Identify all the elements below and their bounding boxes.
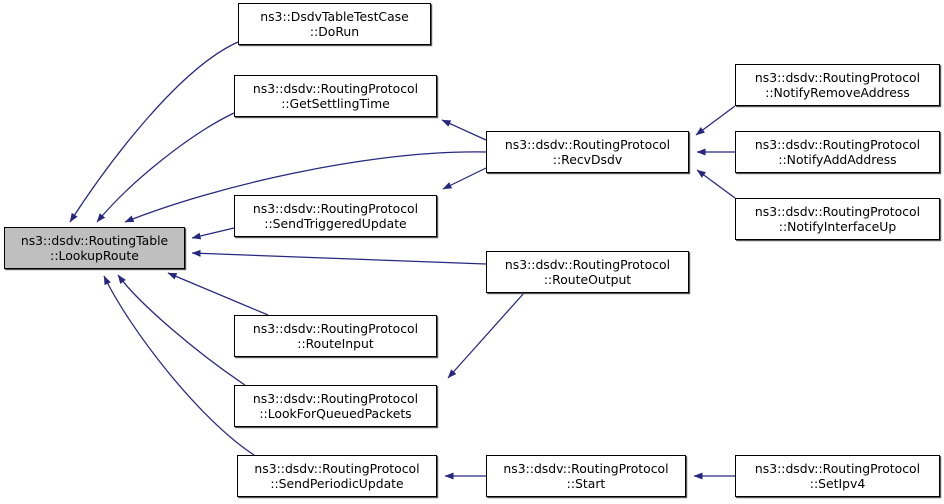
edge-notifyremoveaddress-to-recvdsdv xyxy=(695,105,736,136)
node-send_triggered_update[interactable]: ns3::dsdv::RoutingProtocol ::SendTrigger… xyxy=(234,195,437,237)
node-notify_add_address[interactable]: ns3::dsdv::RoutingProtocol ::NotifyAddAd… xyxy=(735,131,940,173)
edge-sendperiodicupdate-to-lookuproute xyxy=(103,275,255,456)
node-notify_remove_address[interactable]: ns3::dsdv::RoutingProtocol ::NotifyRemov… xyxy=(735,64,940,106)
node-label-send_triggered_update: ns3::dsdv::RoutingProtocol ::SendTrigger… xyxy=(252,200,419,232)
edge-routeoutput-to-lookuproute xyxy=(191,249,487,265)
edge-recvdsdv-to-sendtriggeredupdate xyxy=(442,167,487,190)
node-label-lookup_route: ns3::dsdv::RoutingTable ::LookupRoute xyxy=(20,232,169,264)
edge-recvdsdv-to-getsettlingtime xyxy=(441,119,487,141)
node-send_periodic_update[interactable]: ns3::dsdv::RoutingProtocol ::SendPeriodi… xyxy=(237,455,437,497)
node-look_for_queued_packets[interactable]: ns3::dsdv::RoutingProtocol ::LookForQueu… xyxy=(234,385,437,427)
node-notify_interface_up[interactable]: ns3::dsdv::RoutingProtocol ::NotifyInter… xyxy=(735,198,940,240)
node-label-look_for_queued_packets: ns3::dsdv::RoutingProtocol ::LookForQueu… xyxy=(252,390,419,422)
node-label-start: ns3::dsdv::RoutingProtocol ::Start xyxy=(503,460,669,492)
edge-notifyinterfaceup-to-recvdsdv xyxy=(696,169,736,199)
node-label-notify_interface_up: ns3::dsdv::RoutingProtocol ::NotifyInter… xyxy=(754,203,921,235)
edge-getsettlingtime-to-lookuproute xyxy=(96,112,235,223)
node-recv_dsdv[interactable]: ns3::dsdv::RoutingProtocol ::RecvDsdv xyxy=(486,131,689,173)
edge-sendtriggeredupdate-to-lookuproute xyxy=(191,227,235,240)
node-label-set_ipv4: ns3::dsdv::RoutingProtocol ::SetIpv4 xyxy=(754,460,921,492)
edge-dorun-to-lookuproute xyxy=(69,41,239,223)
node-route_output[interactable]: ns3::dsdv::RoutingProtocol ::RouteOutput xyxy=(486,251,689,293)
node-label-recv_dsdv: ns3::dsdv::RoutingProtocol ::RecvDsdv xyxy=(504,136,671,168)
node-get_settling_time[interactable]: ns3::dsdv::RoutingProtocol ::GetSettling… xyxy=(234,75,437,117)
node-start[interactable]: ns3::dsdv::RoutingProtocol ::Start xyxy=(486,455,686,497)
node-label-notify_add_address: ns3::dsdv::RoutingProtocol ::NotifyAddAd… xyxy=(754,136,921,168)
node-label-send_periodic_update: ns3::dsdv::RoutingProtocol ::SendPeriodi… xyxy=(254,460,420,492)
edge-lookforqueuedpackets-to-lookuproute xyxy=(117,274,246,386)
node-label-route_input: ns3::dsdv::RoutingProtocol ::RouteInput xyxy=(252,320,419,352)
node-dsdv_table_test_case_dorun[interactable]: ns3::DsdvTableTestCase ::DoRun xyxy=(238,3,431,45)
node-lookup_route[interactable]: ns3::dsdv::RoutingTable ::LookupRoute xyxy=(4,227,185,269)
edge-routeoutput-to-lookforqueuedpackets xyxy=(447,292,525,379)
node-label-route_output: ns3::dsdv::RoutingProtocol ::RouteOutput xyxy=(504,256,671,288)
edge-routeinput-to-lookuproute xyxy=(167,272,269,316)
node-route_input[interactable]: ns3::dsdv::RoutingProtocol ::RouteInput xyxy=(234,315,437,357)
node-label-get_settling_time: ns3::dsdv::RoutingProtocol ::GetSettling… xyxy=(252,80,419,112)
node-label-dsdv_table_test_case_dorun: ns3::DsdvTableTestCase ::DoRun xyxy=(260,8,409,40)
node-label-notify_remove_address: ns3::dsdv::RoutingProtocol ::NotifyRemov… xyxy=(754,69,921,101)
node-set_ipv4[interactable]: ns3::dsdv::RoutingProtocol ::SetIpv4 xyxy=(735,455,940,497)
